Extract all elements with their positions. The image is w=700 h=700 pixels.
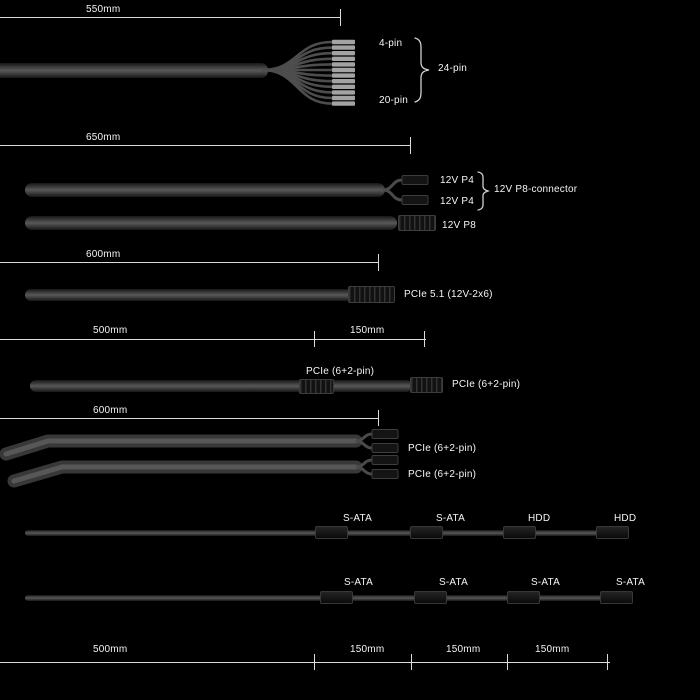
sata-label-1: S-ATA (344, 577, 373, 588)
daisy-measure-tick-end (424, 331, 425, 347)
daisy-measure-main-label: 500mm (93, 325, 128, 336)
dual-pcie-cables (0, 429, 399, 488)
pcie51-measure-label: 600mm (86, 249, 121, 260)
connector-hdd-2 (596, 526, 629, 539)
connector-sata2-2 (414, 591, 447, 604)
bottom-measure-tick-1 (314, 654, 315, 670)
brace-12vp8-icon (477, 171, 491, 211)
brace-24pin-icon (414, 37, 430, 103)
connector-sata2-1 (320, 591, 353, 604)
daisy-measure-tick-mid (314, 331, 315, 347)
dual-measure-tick (378, 410, 379, 426)
daisy-mid-label: PCIe (6+2-pin) (306, 366, 375, 377)
connector-pcie-end (410, 377, 443, 393)
cpu-p4-split (382, 175, 429, 205)
cpu-measure-label: 650mm (86, 132, 121, 143)
bottom-measure-label-3: 150mm (446, 644, 481, 655)
sata-hdd-label-4: HDD (614, 513, 637, 524)
atx-measure-line (0, 17, 341, 18)
sata-label-4: S-ATA (616, 577, 645, 588)
daisy-cable (30, 380, 412, 392)
cpu-cable-p4p4 (25, 183, 385, 197)
dual-label-bottom: PCIe (6+2-pin) (408, 469, 477, 480)
bottom-measure-label-4: 150mm (535, 644, 570, 655)
daisy-measure-line (0, 339, 426, 340)
bottom-measure-line (0, 662, 610, 663)
connector-pcie-dual-1a (371, 429, 399, 439)
cpu-p4-bottom-label: 12V P4 (440, 196, 475, 207)
atx-24pin-label: 24-pin (438, 63, 467, 74)
connector-pcie-dual-2a (371, 455, 399, 465)
atx-measure-tick (340, 9, 341, 26)
cpu-measure-tick (410, 137, 411, 154)
bottom-measure-tick-2 (411, 654, 412, 670)
bottom-measure-label-2: 150mm (350, 644, 385, 655)
sata-hdd-label-3: HDD (528, 513, 551, 524)
sata-hdd-label-1: S-ATA (343, 513, 372, 524)
dual-label-top: PCIe (6+2-pin) (408, 443, 477, 454)
connector-12v-p4-top (401, 175, 429, 185)
connector-pcie51-12v2x6 (348, 286, 395, 303)
pcie51-label: PCIe 5.1 (12V-2x6) (404, 289, 493, 300)
atx-cable (0, 63, 268, 78)
connector-hdd-1 (503, 526, 536, 539)
atx-4pin-label: 4-pin (379, 38, 403, 49)
connector-pcie-dual-2b (371, 469, 399, 479)
connector-sata2-4 (600, 591, 633, 604)
bottom-measure-tick-3 (507, 654, 508, 670)
daisy-end-label: PCIe (6+2-pin) (452, 379, 521, 390)
pcie51-measure-line (0, 262, 379, 263)
pcie51-cable (25, 289, 353, 301)
sata-hdd-label-2: S-ATA (436, 513, 465, 524)
cpu-cable-p8 (25, 216, 397, 230)
connector-12v-p4-bottom (401, 195, 429, 205)
connector-pcie-mid (299, 379, 334, 394)
connector-sata2-3 (507, 591, 540, 604)
pcie51-measure-tick (378, 254, 379, 271)
sata-label-3: S-ATA (531, 577, 560, 588)
cpu-p8-brace-label: 12V P8-connector (494, 184, 578, 195)
atx-20pin-label: 20-pin (379, 95, 408, 106)
connector-pcie-dual-1b (371, 443, 399, 453)
atx-cable-fanout (0, 39, 355, 106)
cpu-p4-top-label: 12V P4 (440, 175, 475, 186)
daisy-measure-ext-label: 150mm (350, 325, 385, 336)
bottom-measure-tick-4 (607, 654, 608, 670)
cpu-p8-label: 12V P8 (442, 220, 477, 231)
atx-wire-fan (261, 39, 355, 106)
connector-12v-p8 (398, 215, 436, 231)
connector-sata-1 (315, 526, 348, 539)
dual-measure-line (0, 418, 379, 419)
dual-measure-label: 600mm (93, 405, 128, 416)
atx-measure-label: 550mm (86, 4, 121, 15)
sata-label-2: S-ATA (439, 577, 468, 588)
cpu-measure-line (0, 145, 411, 146)
bottom-measure-label-1: 500mm (93, 644, 128, 655)
connector-sata-2 (410, 526, 443, 539)
